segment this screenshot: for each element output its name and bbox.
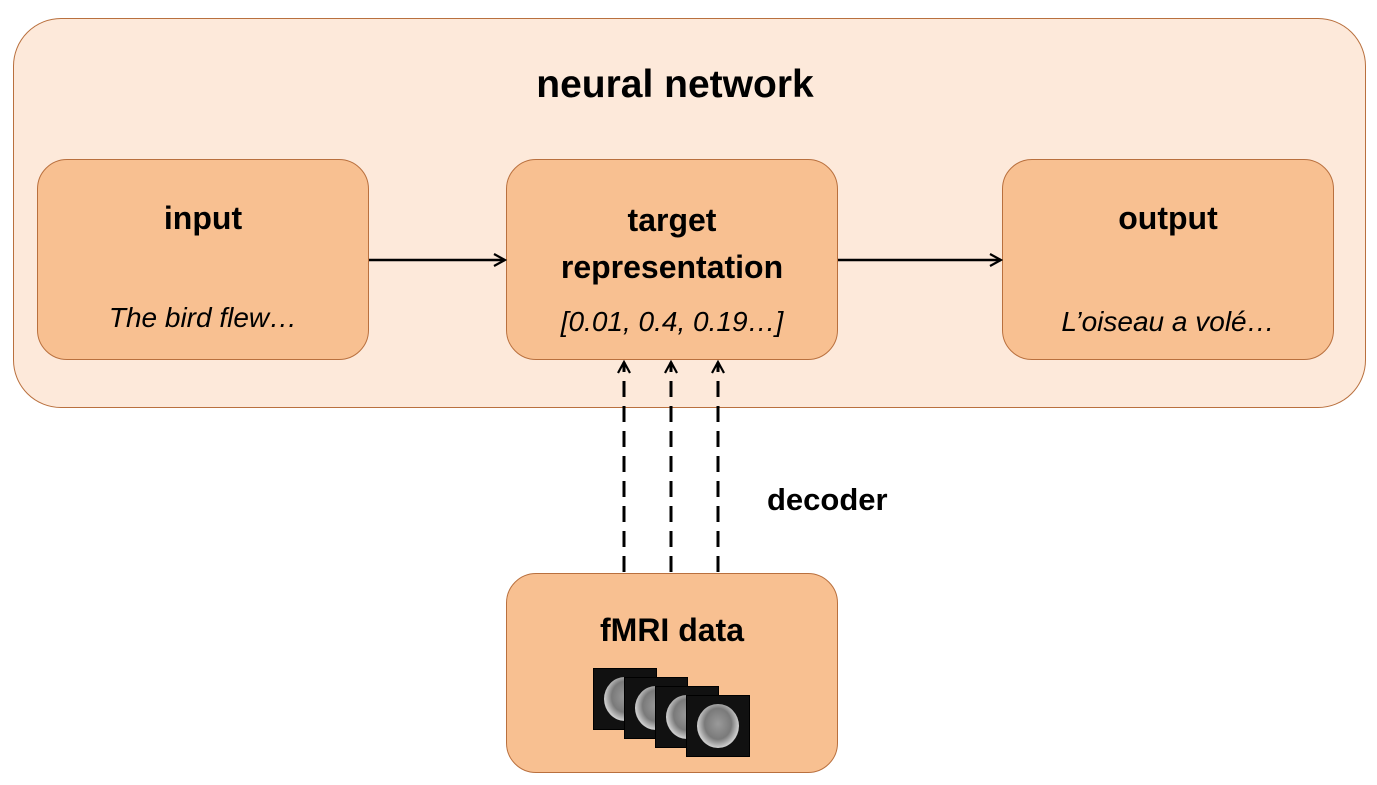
fmri-title: fMRI data [600,612,744,648]
target-vector: [0.01, 0.4, 0.19…] [560,306,784,337]
target-representation-node: target representation [0.01, 0.4, 0.19…] [506,159,838,360]
target-title-line2: representation [560,249,784,285]
target-title-line1: target [627,202,717,238]
input-node: input The bird flew… [37,159,369,360]
input-example: The bird flew… [108,302,298,333]
network-title: neural network [536,63,814,106]
output-title: output [1118,200,1218,236]
fmri-data-node: fMRI data [506,573,838,773]
input-title: input [163,200,243,236]
brain-scan-icon [686,695,750,757]
output-example: L’oiseau a volé… [1061,306,1275,337]
output-node: output L’oiseau a volé… [1002,159,1334,360]
decoder-label: decoder [767,482,888,517]
brain-slice-icon [697,704,739,748]
